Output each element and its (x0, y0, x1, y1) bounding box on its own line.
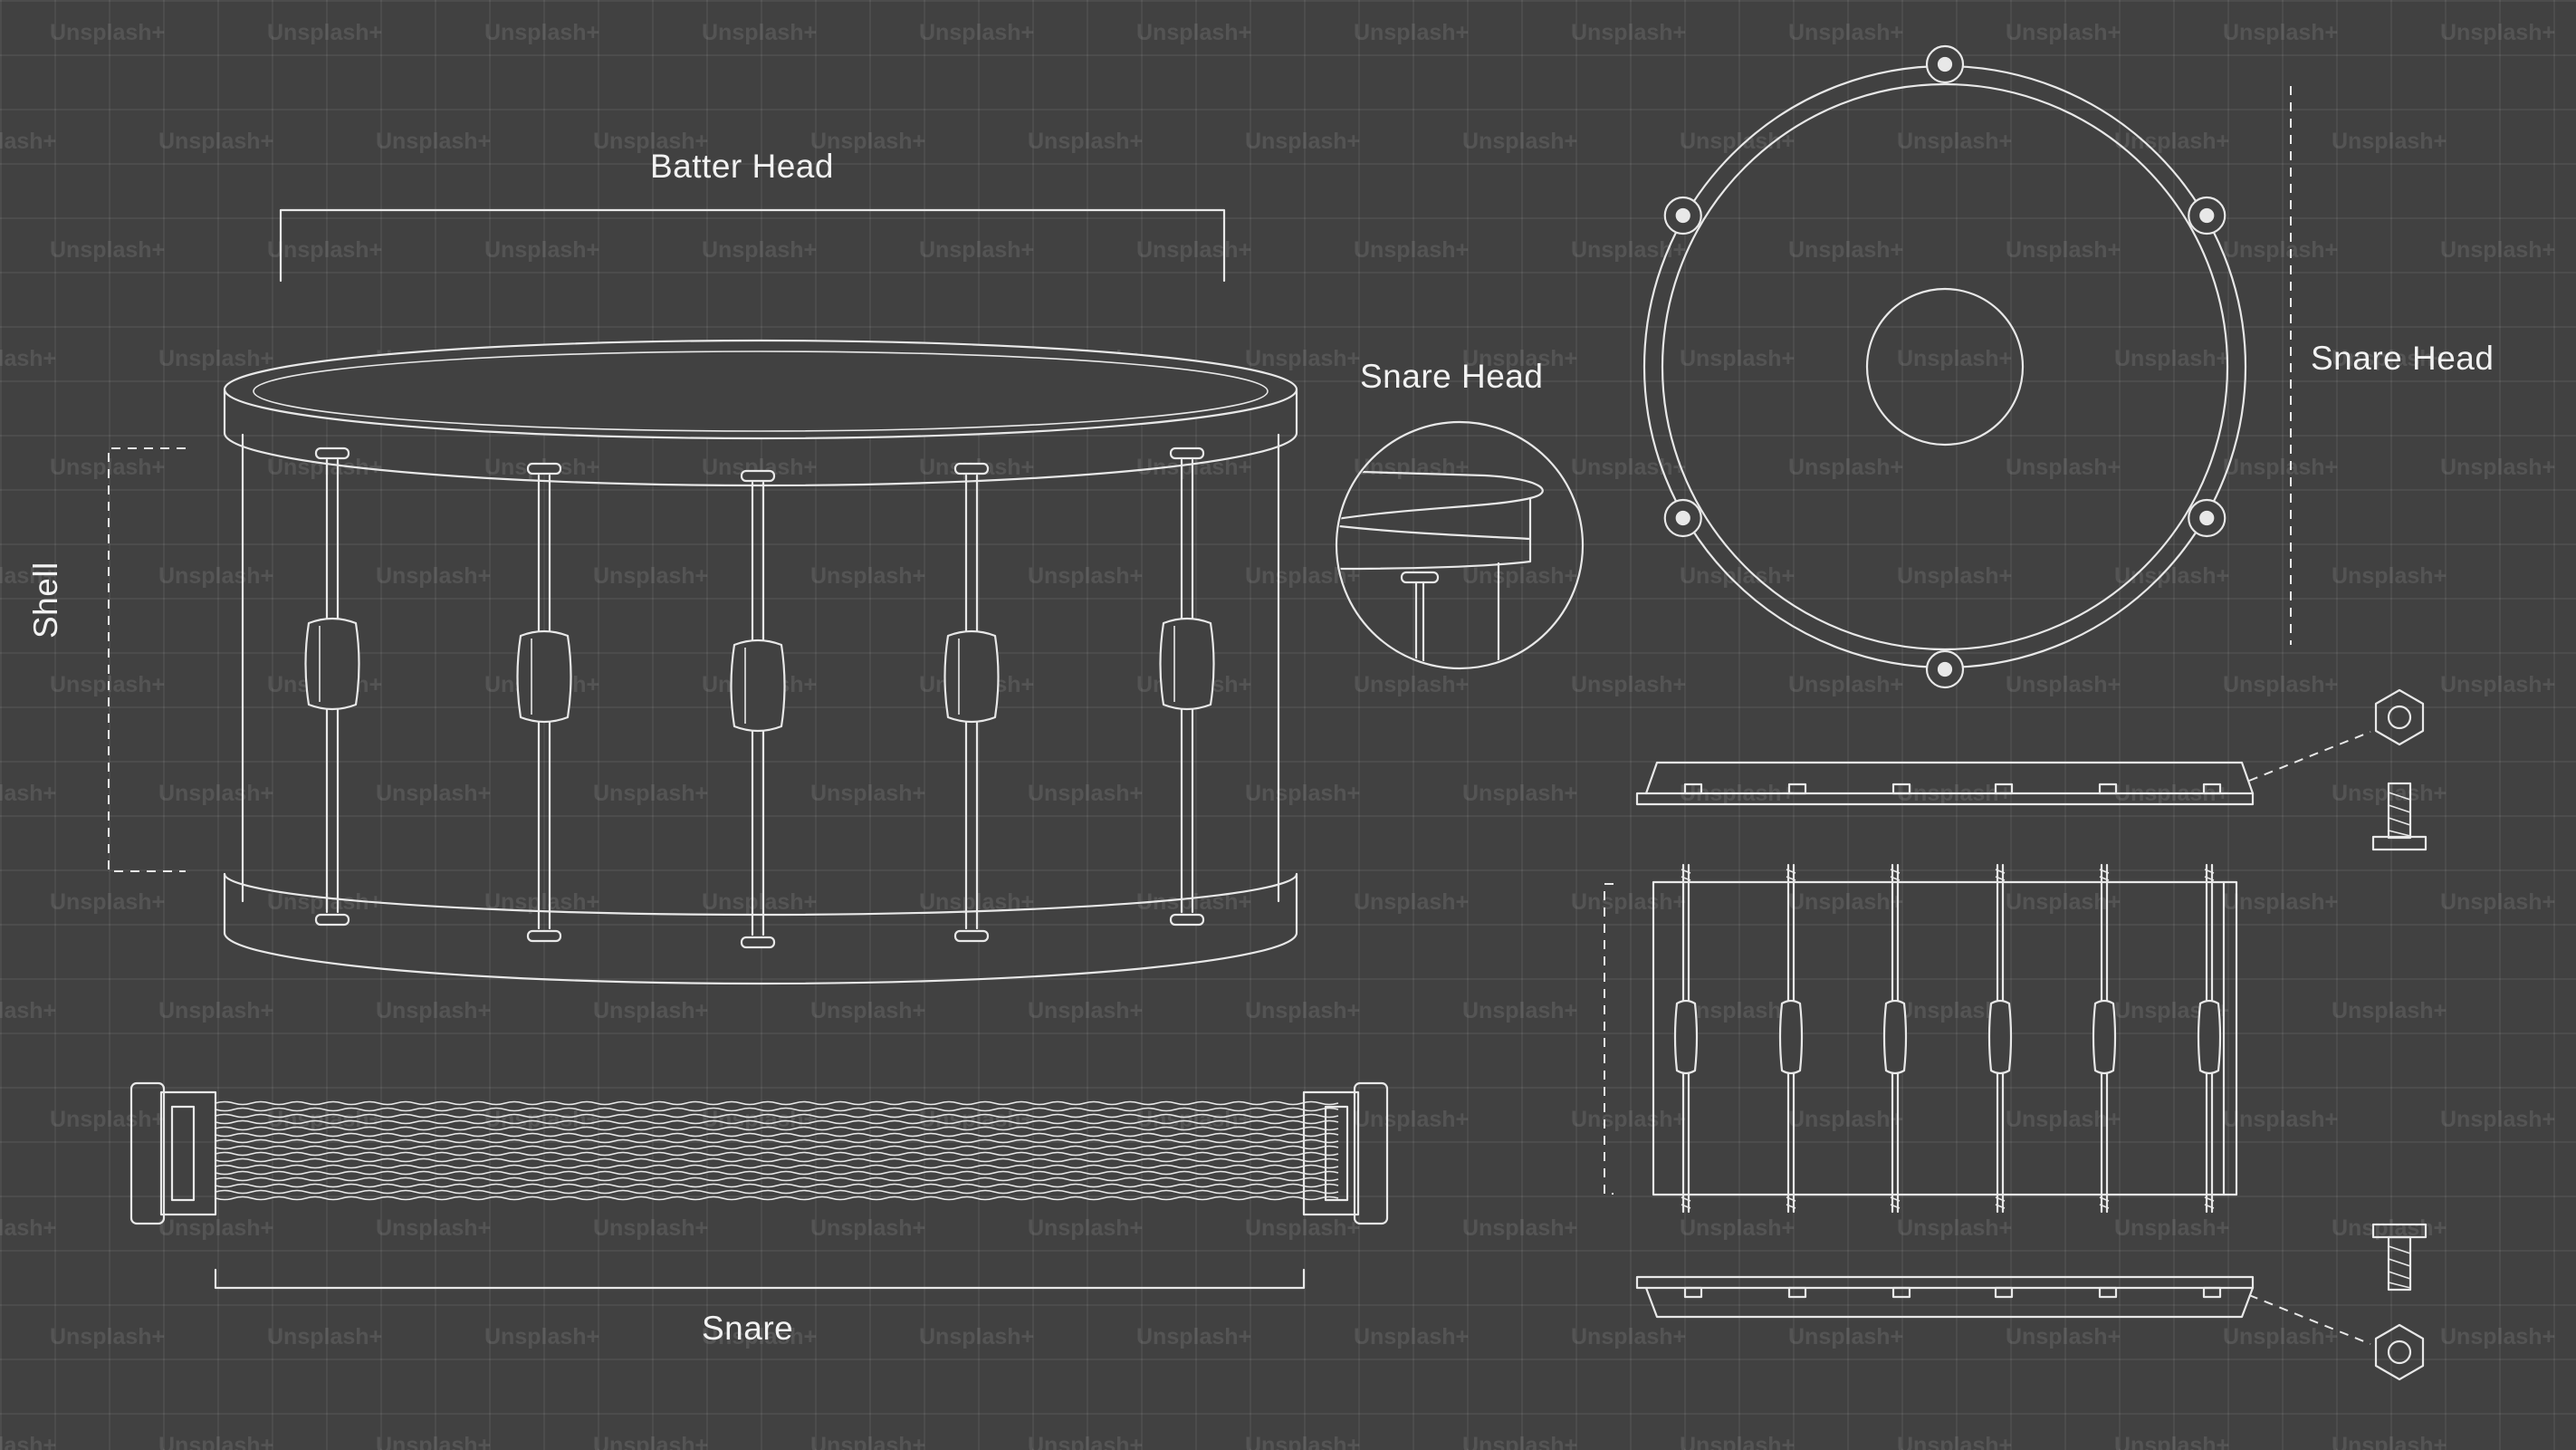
wire-strand (215, 1145, 1339, 1150)
strip-lug (2202, 1286, 2222, 1299)
strip-lug (2098, 783, 2118, 795)
front-tension-rod (1778, 863, 1804, 1214)
wire-strand (215, 1170, 1339, 1176)
wire-strand (215, 1100, 1339, 1106)
strip-lug (1891, 783, 1911, 795)
top-hoop (223, 339, 1298, 487)
batter-head-label: Batter Head (650, 148, 834, 185)
front-tension-rod (1882, 863, 1908, 1214)
wire-strand (215, 1164, 1339, 1169)
snare-drum-side-view (108, 208, 1298, 985)
snare-bracket (214, 1268, 1306, 1290)
strip-lug (1787, 783, 1807, 795)
wire-strand (215, 1196, 1339, 1201)
hoop-strip-top (1635, 761, 2255, 806)
hex-nut-icon (2374, 688, 2425, 746)
shell-label: Shell (27, 562, 64, 639)
snare-head-detail-label: Snare Head (1360, 358, 1544, 395)
tension-rod (516, 462, 572, 943)
batter-head-bracket (279, 208, 1226, 283)
front-tension-rod (1673, 863, 1699, 1214)
shell-bracket (108, 447, 186, 872)
hoop-tab (1663, 196, 1702, 235)
strip-lug (1994, 1286, 2014, 1299)
bottom-hoop (223, 872, 1298, 985)
front-tension-rod (2092, 863, 2117, 1214)
wire-strand (215, 1176, 1339, 1182)
hoop-tab (1925, 649, 1965, 689)
wire-strand (215, 1157, 1339, 1163)
wire-strand (215, 1119, 1339, 1125)
strip-lug (2098, 1286, 2118, 1299)
drum-shell (241, 433, 1280, 903)
hoop-tab (1663, 498, 1702, 538)
strip-lug (1787, 1286, 1807, 1299)
snare-label: Snare (702, 1310, 794, 1347)
wire-strand (215, 1183, 1339, 1188)
wire-strand (215, 1126, 1339, 1131)
front-tension-rod (1987, 863, 2013, 1214)
wire-strand (215, 1189, 1339, 1195)
snare-wires (129, 1081, 1389, 1290)
bolt-icon (2371, 1223, 2428, 1292)
wire-strand (215, 1132, 1339, 1138)
wire-strand (215, 1151, 1339, 1157)
exploded-parts (1604, 688, 2428, 1381)
tension-rod (304, 447, 360, 927)
wire-strand (215, 1107, 1339, 1112)
tension-rod (730, 469, 786, 949)
front-tension-rod (2197, 863, 2222, 1214)
hoop-tab (2188, 196, 2226, 235)
strip-lug (1683, 1286, 1703, 1299)
wire-strand (215, 1113, 1339, 1119)
tension-rod (1159, 447, 1215, 927)
tension-rods (304, 447, 1215, 949)
hoop-lug-tabs (1663, 44, 2226, 689)
wire-strands (215, 1100, 1339, 1201)
hoop-tab (2188, 498, 2226, 538)
shell-front-view (1604, 863, 2238, 1214)
strip-lug (2202, 783, 2222, 795)
tension-rod (943, 462, 1000, 943)
strip-lug (1891, 1286, 1911, 1299)
snare-head-detail (1335, 420, 1585, 670)
snare-head-top-view (1642, 44, 2292, 689)
hoop-strip-bottom (1635, 1275, 2255, 1319)
snare-head-top-label: Snare Head (2311, 340, 2495, 377)
bolt-icon (2371, 782, 2428, 851)
wire-strand (215, 1138, 1339, 1144)
hex-nut-icon (2374, 1323, 2425, 1381)
strip-lug (1994, 783, 2014, 795)
hoop-tab (1925, 44, 1965, 84)
strip-lug (1683, 783, 1703, 795)
